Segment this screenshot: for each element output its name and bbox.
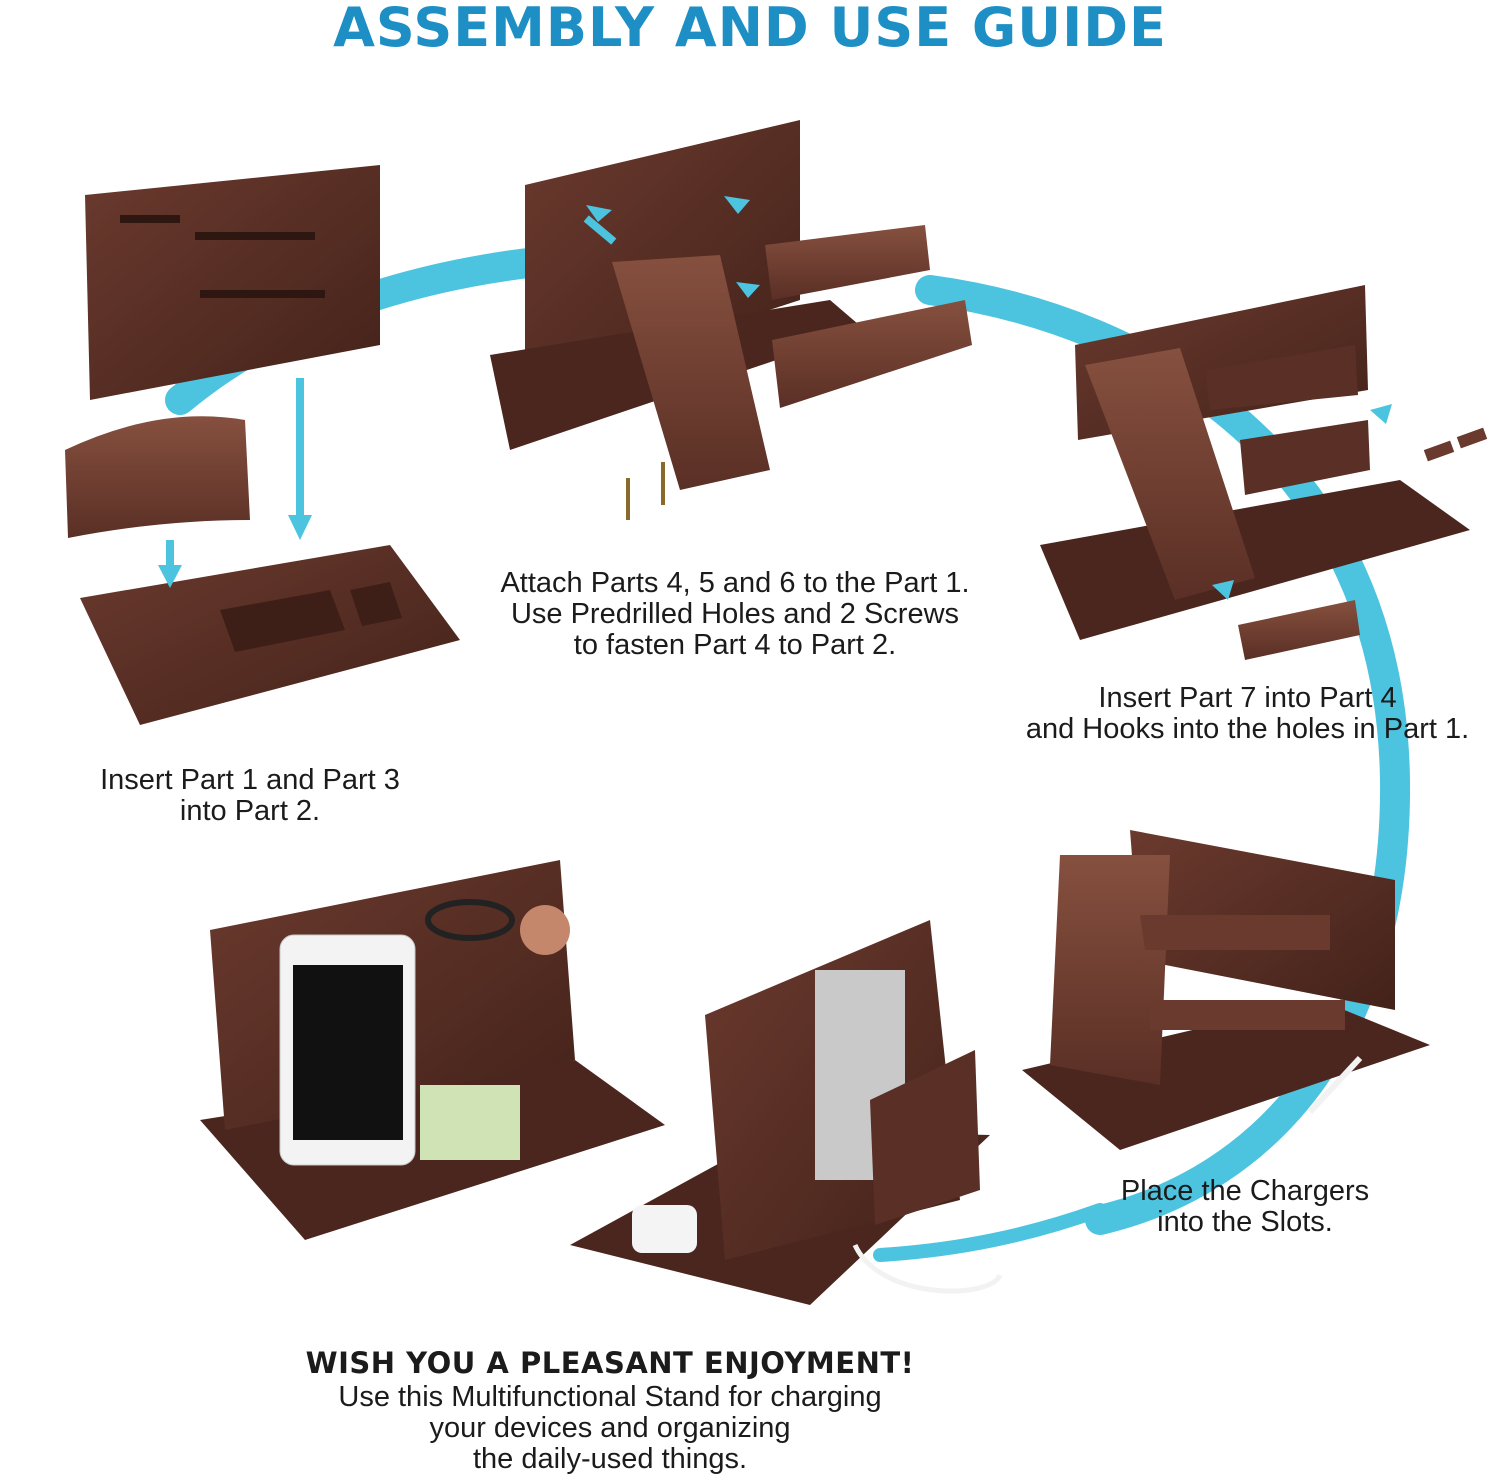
closing-message: WISH YOU A PLEASANT ENJOYMENT! Use this … (240, 1346, 980, 1475)
phone-stand (1085, 348, 1255, 600)
charger-cable (852, 1243, 1003, 1294)
glasses (425, 899, 515, 941)
part4-phone-stand (612, 255, 770, 490)
file-holder (870, 1050, 980, 1225)
notes-pad (420, 1085, 520, 1160)
step2-caption: Attach Parts 4, 5 and 6 to the Part 1. U… (500, 567, 970, 661)
earbud-case (632, 1205, 697, 1253)
hook-peg (1456, 427, 1488, 449)
final-organizer-right (570, 920, 1003, 1305)
upper-shelf (1205, 345, 1358, 410)
phone-stand (1050, 855, 1170, 1085)
wristwatch (520, 905, 570, 955)
charger-cable (1307, 1055, 1363, 1115)
flow-ring-arc (873, 1203, 1107, 1262)
step3-illustration (1040, 285, 1488, 660)
final-organizer-left (200, 860, 665, 1240)
step1-caption: Insert Part 1 and Part 3 into Part 2. (100, 764, 400, 827)
step2-illustration (490, 120, 972, 520)
hook-peg (1423, 440, 1455, 462)
closing-heading: WISH YOU A PLEASANT ENJOYMENT! (305, 1346, 915, 1380)
lower-shelf (1240, 420, 1370, 495)
part6-shelf (772, 300, 972, 408)
assembled-base (1040, 480, 1470, 640)
page-title: ASSEMBLY AND USE GUIDE (333, 0, 1167, 59)
organizer-base (1022, 1000, 1430, 1150)
part1-back-panel (85, 165, 380, 400)
part3-curved-panel (65, 416, 250, 538)
lower-shelf (1150, 1000, 1345, 1030)
step1-illustration (65, 165, 460, 725)
step4-illustration (1022, 830, 1430, 1150)
part7-block (1238, 600, 1360, 660)
step3-caption: Insert Part 7 into Part 4 and Hooks into… (1025, 682, 1470, 745)
step4-caption: Place the Chargers into the Slots. (1120, 1175, 1370, 1238)
part5-shelf (765, 225, 930, 300)
upper-shelf (1140, 915, 1330, 950)
closing-body: Use this Multifunctional Stand for charg… (338, 1381, 882, 1475)
